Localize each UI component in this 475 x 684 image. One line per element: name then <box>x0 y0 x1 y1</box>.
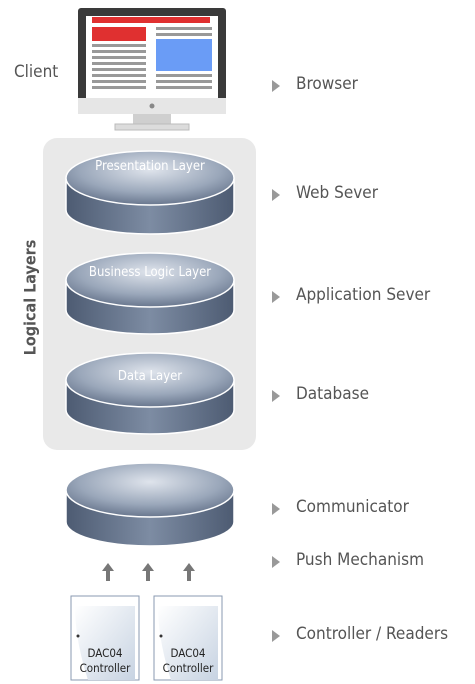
chevron-right-icon <box>272 556 280 568</box>
data-layer-cylinder <box>65 352 235 435</box>
controller-device-icon <box>153 595 223 681</box>
client-label: Client <box>14 62 59 82</box>
chevron-right-icon <box>272 189 280 201</box>
data-layer-label: Data Layer <box>117 369 183 384</box>
chevron-right-icon <box>272 291 280 303</box>
database-label: Database <box>296 384 369 404</box>
browser-label: Browser <box>296 74 358 94</box>
chevron-right-icon <box>272 80 280 92</box>
controller-type: Controller <box>79 661 131 675</box>
controller-label: DAC04 Controller <box>72 646 138 676</box>
presentation-layer-cylinder <box>65 150 235 235</box>
controller-device-icon <box>70 595 140 681</box>
chevron-right-icon <box>272 390 280 402</box>
controller-model: DAC04 <box>87 646 123 660</box>
controller-type: Controller <box>162 661 214 675</box>
controller-model: DAC04 <box>170 646 206 660</box>
business-logic-layer-cylinder <box>65 252 235 335</box>
communicator-label: Communicator <box>296 497 409 517</box>
presentation-layer-label: Presentation Layer <box>95 159 205 174</box>
chevron-right-icon <box>272 630 280 642</box>
monitor-icon <box>78 8 226 131</box>
controller-label: DAC04 Controller <box>155 646 221 676</box>
communicator-cylinder <box>65 462 235 547</box>
push-arrow-icon <box>102 563 195 581</box>
business-logic-layer-label: Business Logic Layer <box>88 265 212 280</box>
application-server-label: Application Sever <box>296 285 431 305</box>
logical-layers-label: Logical Layers <box>20 239 40 356</box>
controller-readers-label: Controller / Readers <box>296 624 449 644</box>
web-server-label: Web Sever <box>296 183 378 203</box>
chevron-right-icon <box>272 503 280 515</box>
push-mechanism-label: Push Mechanism <box>296 550 425 570</box>
